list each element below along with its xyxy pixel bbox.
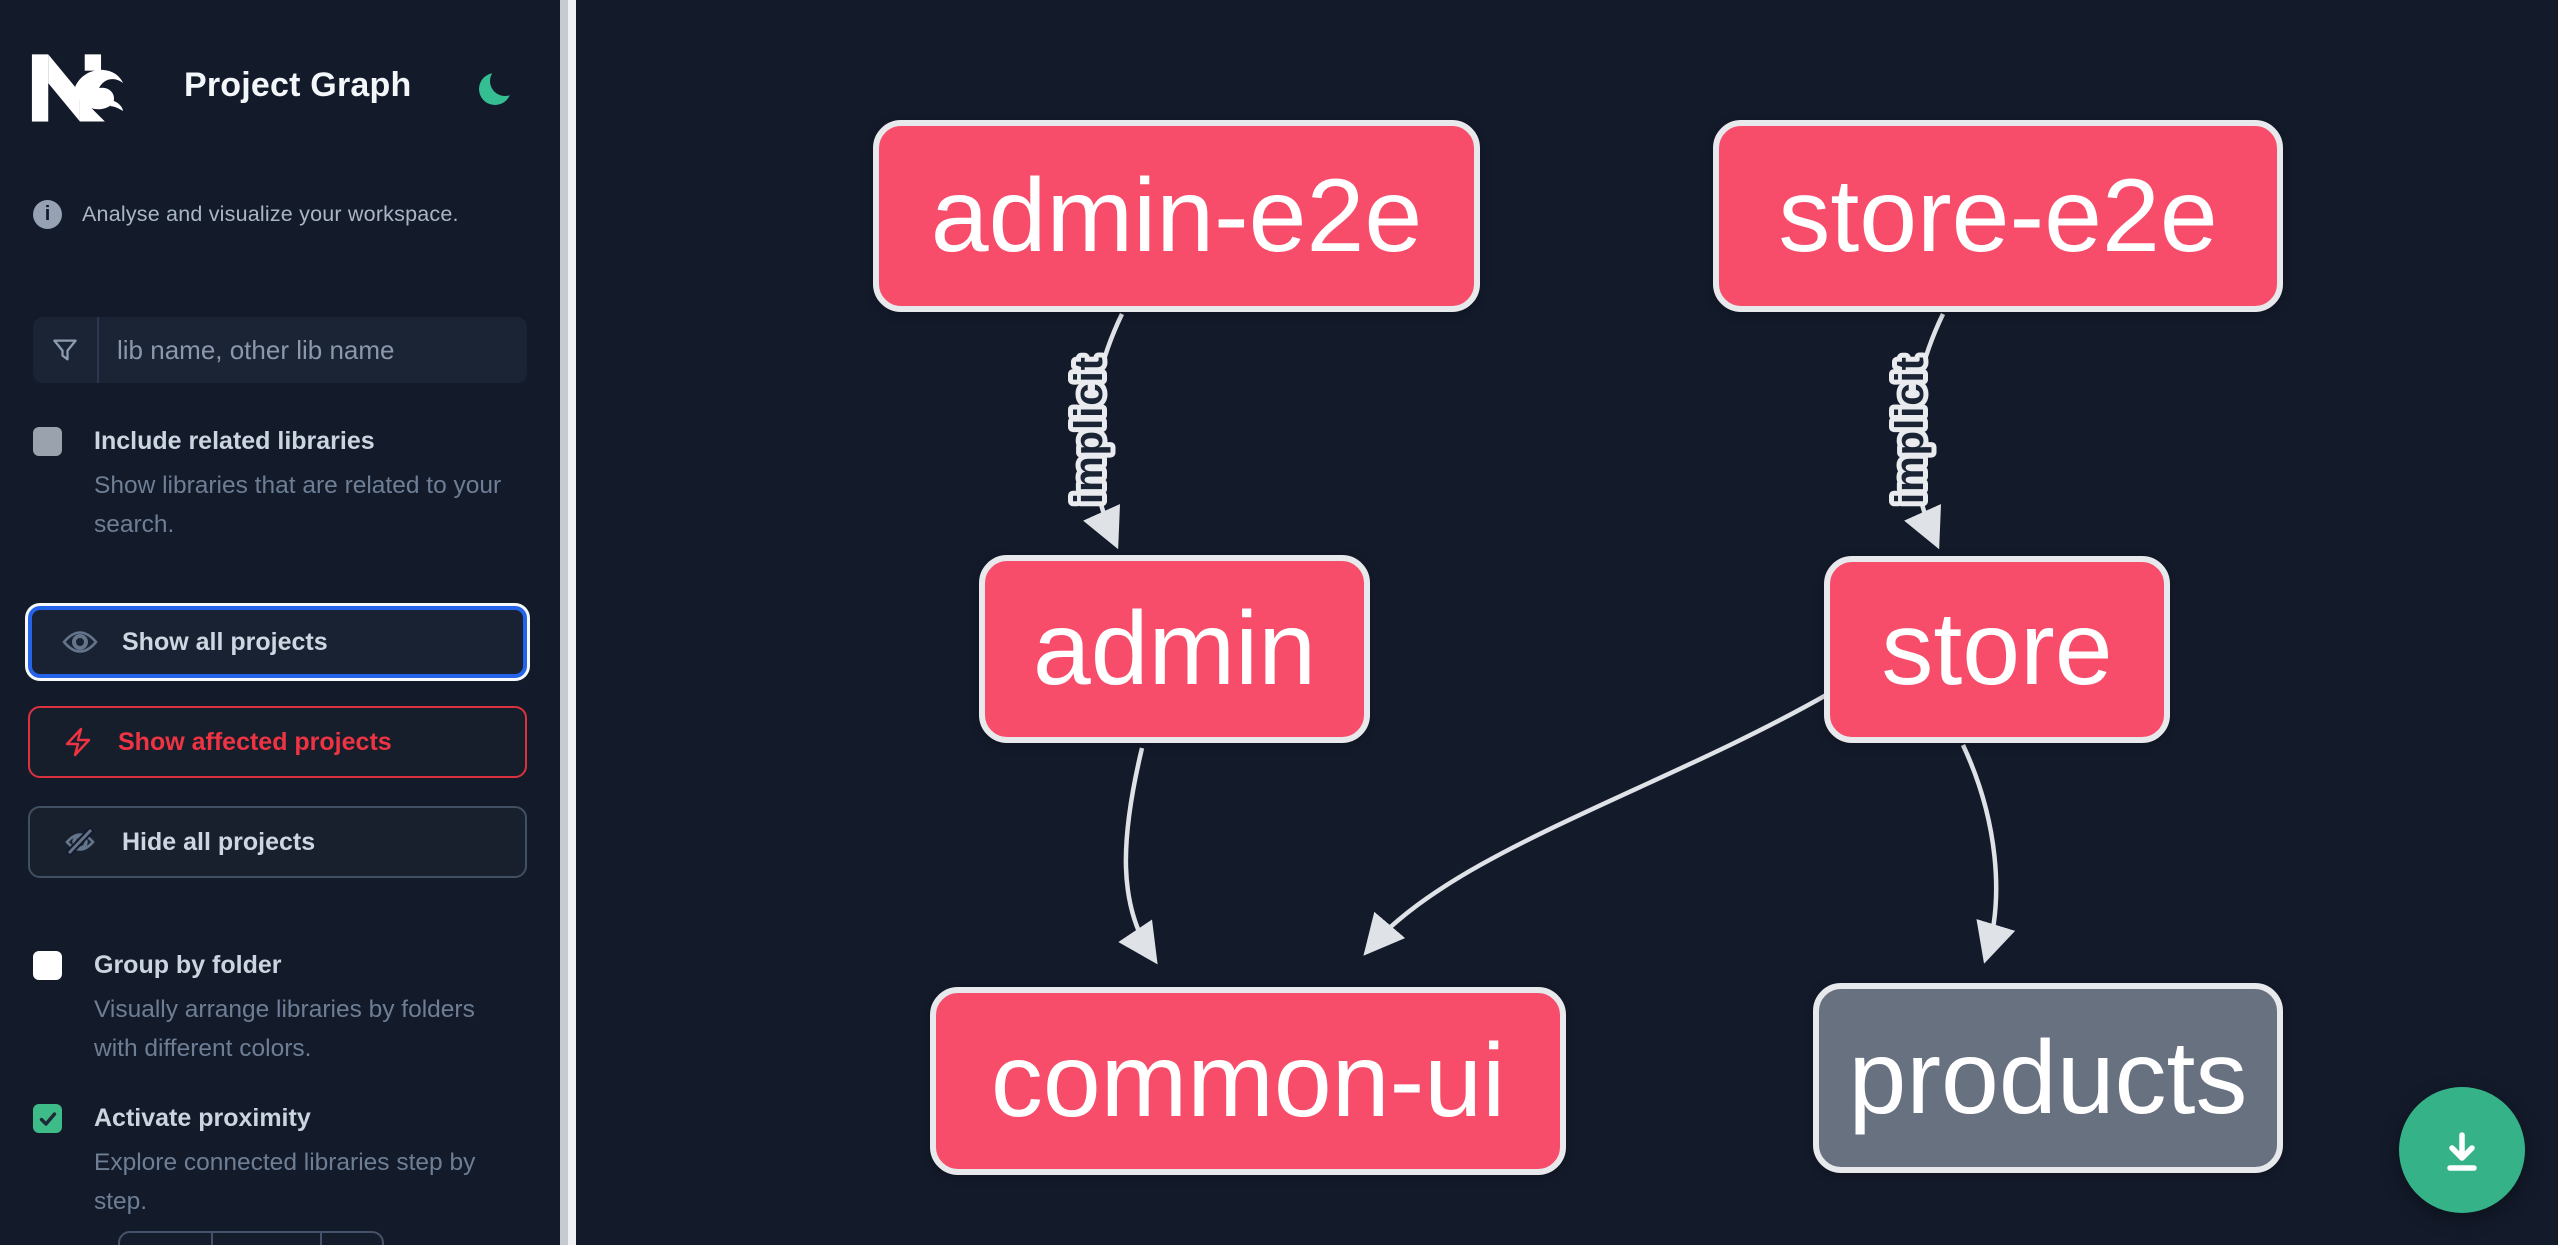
button-label: Show affected projects bbox=[118, 727, 392, 756]
checkbox-group-by-folder[interactable] bbox=[33, 951, 62, 980]
page-title: Project Graph bbox=[184, 66, 412, 104]
button-label: Hide all projects bbox=[122, 827, 316, 856]
edge-store-e2e-to-store[interactable] bbox=[1904, 313, 1946, 550]
option-label: Activate proximity bbox=[94, 1104, 311, 1132]
node-label: store bbox=[1881, 591, 2113, 707]
node-label: admin bbox=[1032, 590, 1317, 707]
search-input[interactable] bbox=[99, 317, 527, 383]
node-label: common-ui bbox=[990, 1022, 1506, 1139]
sidebar-scrollbar-thumb[interactable] bbox=[568, 0, 576, 1245]
option-description: Explore connected libraries step by step… bbox=[94, 1149, 476, 1215]
checkbox-activate-proximity[interactable] bbox=[33, 1104, 62, 1133]
option-group-by-folder: Group by folder Visually arrange librari… bbox=[33, 951, 503, 1068]
moon-icon bbox=[479, 66, 520, 105]
edge-store-to-products[interactable] bbox=[1960, 744, 2016, 964]
option-include-related: Include related libraries Show libraries… bbox=[33, 427, 503, 544]
filter-icon-cell bbox=[33, 317, 99, 383]
tagline: Analyse and visualize your workspace. bbox=[82, 202, 459, 226]
option-activate-proximity: Activate proximity Explore connected lib… bbox=[33, 1104, 503, 1221]
sidebar-scrollbar-track[interactable] bbox=[560, 0, 568, 1245]
show-affected-projects-button[interactable]: Show affected projects bbox=[28, 706, 527, 778]
funnel-icon bbox=[53, 339, 77, 361]
node-store-e2e[interactable]: store-e2e bbox=[1713, 120, 2283, 312]
button-label: Show all projects bbox=[122, 627, 328, 656]
sidebar: Project Graph i Analyse and visualize yo… bbox=[0, 0, 560, 1245]
download-graph-button[interactable] bbox=[2399, 1087, 2525, 1213]
search-box bbox=[33, 317, 527, 383]
node-store[interactable]: store bbox=[1824, 556, 2170, 743]
focus-depth-control[interactable] bbox=[118, 1231, 384, 1245]
option-description: Show libraries that are related to your … bbox=[94, 472, 502, 538]
node-label: products bbox=[1848, 1019, 2248, 1136]
node-label: admin-e2e bbox=[930, 157, 1423, 274]
option-description: Visually arrange libraries by folders wi… bbox=[94, 996, 475, 1062]
check-icon bbox=[39, 1111, 56, 1126]
node-label: store-e2e bbox=[1778, 157, 2218, 274]
theme-toggle[interactable] bbox=[474, 66, 520, 110]
hide-all-projects-button[interactable]: Hide all projects bbox=[28, 806, 527, 878]
edge-admin-to-common-ui[interactable] bbox=[1118, 747, 1158, 965]
edge-store-to-common-ui[interactable] bbox=[1363, 692, 1830, 956]
option-label: Group by folder bbox=[94, 951, 282, 979]
edge-admin-e2e-to-admin[interactable] bbox=[1083, 313, 1125, 550]
nx-logo bbox=[31, 54, 124, 122]
node-products[interactable]: products bbox=[1813, 983, 2283, 1173]
checkbox-include-related[interactable] bbox=[33, 427, 62, 456]
bolt-icon bbox=[65, 727, 91, 757]
node-common-ui[interactable]: common-ui bbox=[930, 987, 1566, 1175]
option-label: Include related libraries bbox=[94, 427, 375, 455]
show-all-projects-button[interactable]: Show all projects bbox=[28, 606, 527, 678]
eye-off-icon bbox=[65, 826, 95, 857]
download-icon bbox=[2447, 1132, 2477, 1171]
node-admin[interactable]: admin bbox=[979, 555, 1370, 743]
node-admin-e2e[interactable]: admin-e2e bbox=[873, 120, 1480, 312]
info-icon: i bbox=[33, 200, 62, 229]
eye-icon bbox=[62, 631, 98, 653]
